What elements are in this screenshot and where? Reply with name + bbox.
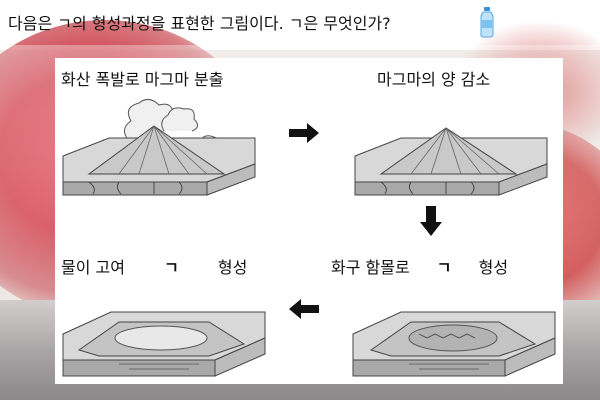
- step4-suffix: 형성: [217, 258, 248, 277]
- step4-text: 물이 고여: [61, 258, 125, 277]
- step2-label: 마그마의 양 감소: [377, 70, 491, 89]
- step3-text: 화구 함몰로: [331, 258, 410, 277]
- step1-label: 화산 폭발로 마그마 분출: [61, 70, 224, 89]
- step3-blank: ㄱ: [436, 258, 452, 277]
- arrow-right-icon: [289, 123, 319, 143]
- diagram-panel: 화산 폭발로 마그마 분출 마그마의 양 감소 화구 함몰로 ㄱ: [55, 58, 563, 384]
- water-bottle-icon: [480, 7, 494, 38]
- collapsed-crater-diagram: [352, 311, 556, 377]
- step4-label: 물이 고여 ㄱ 형성: [61, 254, 247, 278]
- caldera-lake-diagram: [62, 311, 266, 377]
- volcano-reduced-magma-diagram: [354, 127, 548, 196]
- erupting-volcano-diagram: [62, 99, 256, 196]
- step3-label: 화구 함몰로 ㄱ 형성: [331, 254, 508, 278]
- step3-suffix: 형성: [478, 258, 509, 277]
- arrow-left-icon: [289, 299, 319, 319]
- step4-blank: ㄱ: [164, 258, 179, 277]
- question-text: 다음은 ㄱ의 형성과정을 표현한 그림이다. ㄱ은 무엇인가?: [8, 14, 391, 33]
- arrow-down-icon: [420, 206, 442, 236]
